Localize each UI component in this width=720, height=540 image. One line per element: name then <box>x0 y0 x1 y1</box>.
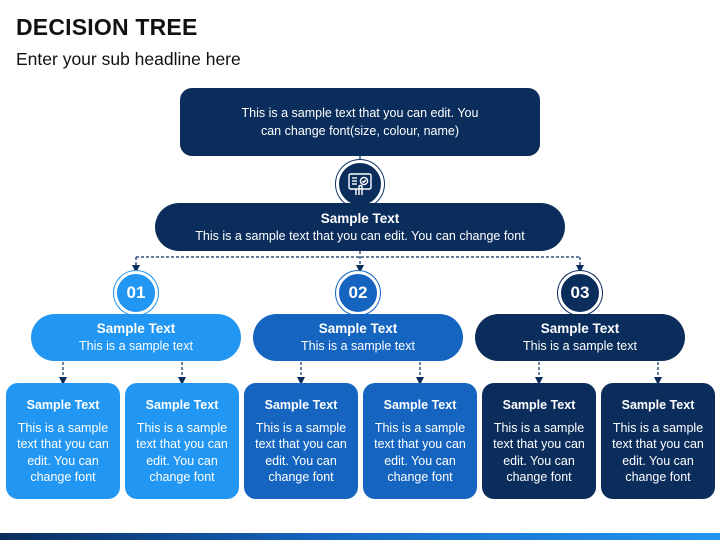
leaf-text: This is a sample text that you can edit.… <box>255 420 347 485</box>
branch-heading: Sample Text <box>540 321 620 336</box>
leaf-node-5: Sample Text This is a sample text that y… <box>482 383 596 499</box>
leaf-heading: Sample Text <box>145 397 219 412</box>
leaf-text: This is a sample text that you can edit.… <box>493 420 585 485</box>
main-node-text: This is a sample text that you can edit.… <box>195 228 525 243</box>
branch-number-03: 03 <box>558 271 602 315</box>
leaf-heading: Sample Text <box>264 397 338 412</box>
branch-number-01: 01 <box>114 271 158 315</box>
branch-heading: Sample Text <box>318 321 398 336</box>
root-node-text: This is a sample text that you can edit.… <box>241 106 479 138</box>
branch-number-02: 02 <box>336 271 380 315</box>
branch-text: This is a sample text <box>301 339 415 353</box>
page-subtitle: Enter your sub headline here <box>16 49 241 69</box>
leaf-heading: Sample Text <box>502 397 576 412</box>
leaf-text: This is a sample text that you can edit.… <box>612 420 704 485</box>
main-node: Sample Text This is a sample text that y… <box>155 203 565 251</box>
bottom-accent-bar <box>0 533 720 540</box>
leaf-heading: Sample Text <box>383 397 457 412</box>
branch-text: This is a sample text <box>523 339 637 353</box>
leaf-text: This is a sample text that you can edit.… <box>17 420 109 485</box>
main-node-heading: Sample Text <box>320 210 400 226</box>
leaf-heading: Sample Text <box>26 397 100 412</box>
branch-node-01: Sample Text This is a sample text <box>31 314 241 361</box>
page-title: DECISION TREE <box>16 14 198 40</box>
leaf-node-4: Sample Text This is a sample text that y… <box>363 383 477 499</box>
branch-text: This is a sample text <box>79 339 193 353</box>
leaf-node-1: Sample Text This is a sample text that y… <box>6 383 120 499</box>
root-node: This is a sample text that you can edit.… <box>180 88 540 156</box>
leaf-text: This is a sample text that you can edit.… <box>136 420 228 485</box>
leaf-heading: Sample Text <box>621 397 695 412</box>
branch-heading: Sample Text <box>96 321 176 336</box>
leaf-node-3: Sample Text This is a sample text that y… <box>244 383 358 499</box>
leaf-text: This is a sample text that you can edit.… <box>374 420 466 485</box>
branch-node-03: Sample Text This is a sample text <box>475 314 685 361</box>
leaf-node-6: Sample Text This is a sample text that y… <box>601 383 715 499</box>
document-checklist-icon <box>336 160 384 208</box>
branch-node-02: Sample Text This is a sample text <box>253 314 463 361</box>
leaf-node-2: Sample Text This is a sample text that y… <box>125 383 239 499</box>
